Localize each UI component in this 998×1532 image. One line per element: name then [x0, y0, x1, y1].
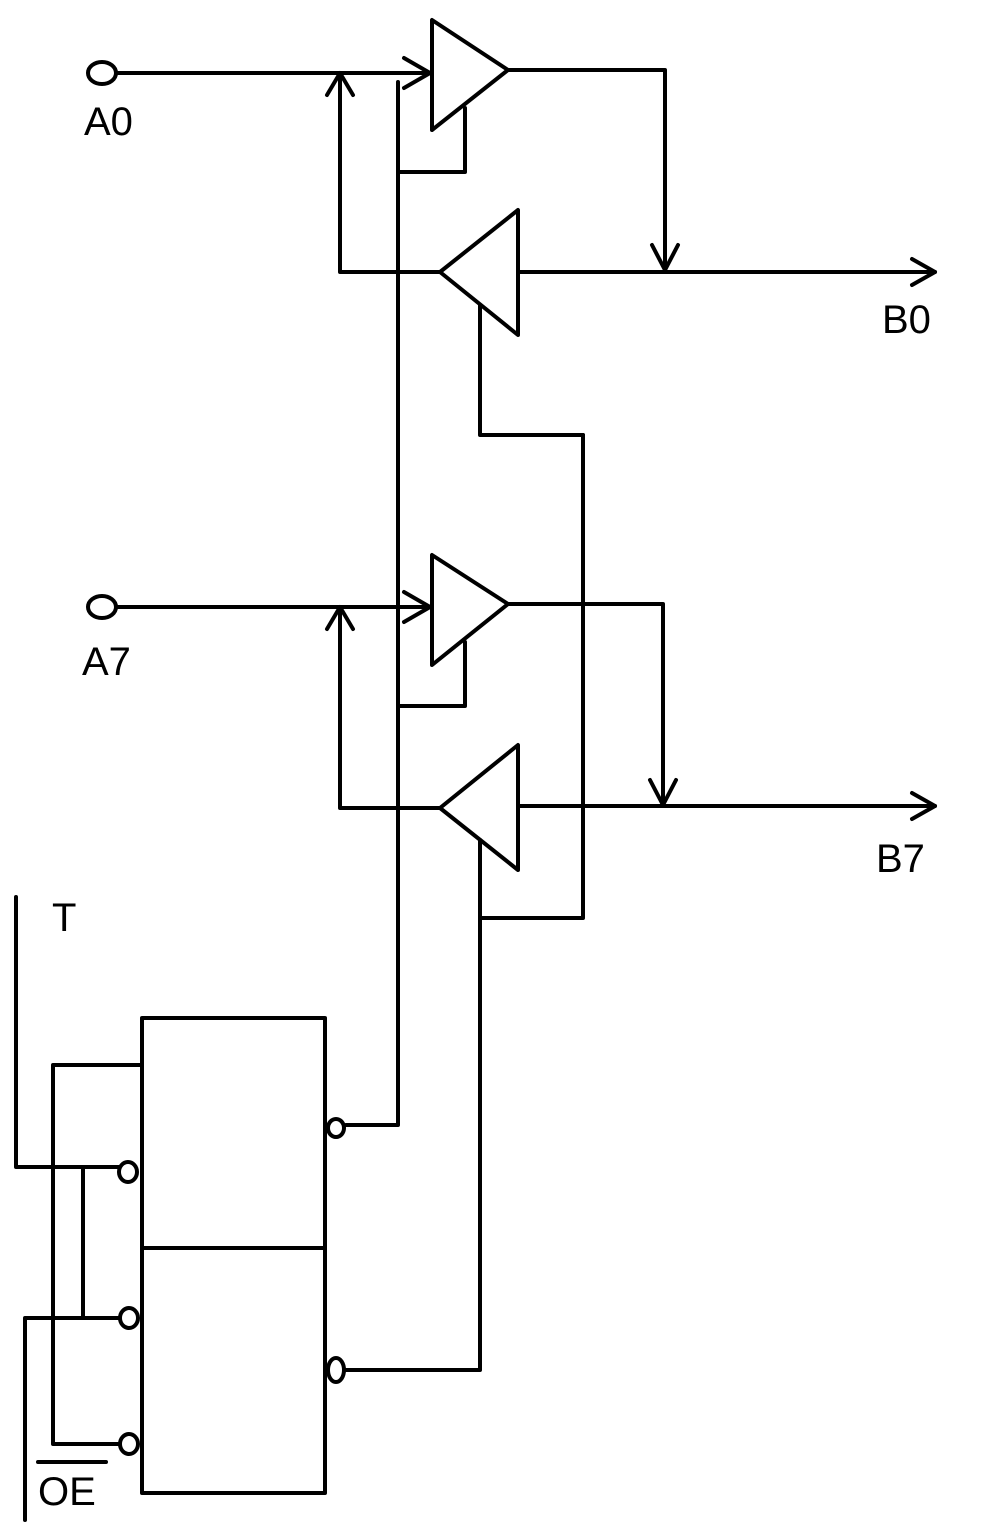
a7-input-terminal	[86, 594, 118, 620]
a7-forward-output-wire	[506, 602, 665, 807]
b0-label: B0	[882, 298, 931, 342]
a7-forward-enable-wire	[398, 640, 467, 708]
oe-loop-wire	[51, 1063, 142, 1446]
a0-label: A0	[84, 100, 133, 144]
b7-label: B7	[876, 837, 925, 881]
a7-label: A7	[82, 640, 131, 684]
forward-enable-bus	[344, 80, 400, 1127]
a0-input-terminal	[86, 60, 118, 86]
a0-forward-buffer	[430, 18, 510, 132]
lower-input-bubble-2	[118, 1432, 140, 1456]
b7-reverse-output-wire	[338, 605, 442, 810]
lower-input-bubble-1	[118, 1306, 140, 1330]
b7-output-arrowhead	[910, 791, 937, 821]
b0-reverse-arrowhead	[325, 71, 355, 97]
t-label: T	[52, 896, 76, 940]
oe-label: OE	[38, 1470, 96, 1514]
b7-reverse-arrowhead	[325, 605, 355, 631]
reverse-enable-feed	[344, 838, 482, 1372]
b0-reverse-output-wire	[338, 71, 442, 274]
t-input-bubble	[117, 1160, 139, 1184]
reverse-enable-bus	[478, 433, 585, 920]
a0-forward-output-wire	[506, 68, 667, 272]
b0-reverse-enable-wire	[478, 303, 585, 437]
oe-input-wire	[23, 1316, 122, 1522]
lower-output-bubble	[326, 1356, 346, 1384]
upper-output-bubble	[326, 1117, 346, 1139]
a0-forward-enable-wire	[398, 106, 467, 174]
control-logic-block	[140, 1016, 327, 1495]
b0-output-arrowhead	[910, 257, 937, 287]
a7-forward-buffer	[430, 553, 510, 667]
